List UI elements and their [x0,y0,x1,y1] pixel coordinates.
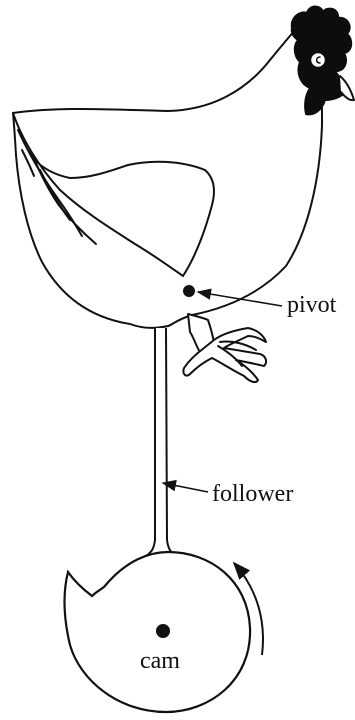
follower-label: follower [212,481,293,507]
hen [13,6,354,382]
cam-pivot-dot [156,624,170,638]
follower-rod [146,328,176,556]
hen-eye [312,54,324,66]
cam-label: cam [140,648,180,674]
pivot-point [183,285,195,297]
follower-leader-arrow [163,483,208,492]
pivot-label: pivot [287,292,337,318]
cam [64,552,250,712]
hen-beak [340,76,354,100]
